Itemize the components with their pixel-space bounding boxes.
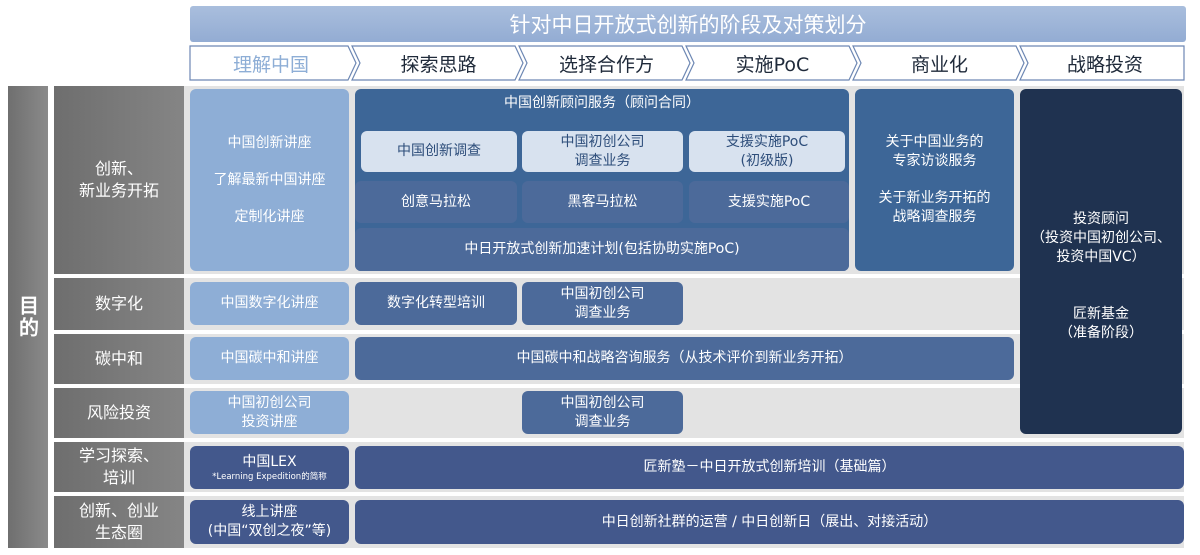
carbon-lecture-box: 中国碳中和讲座 bbox=[190, 337, 349, 380]
lex-note: *Learning Expedition的简称 bbox=[212, 471, 327, 482]
stage-chevron-bar bbox=[189, 45, 1185, 81]
online-lecture-box: 线上讲座 (中国“双创之夜”等) bbox=[190, 500, 349, 544]
commercialization-services-box: 关于中国业务的 专家访谈服务 关于新业务开拓的 战略调查服务 bbox=[855, 89, 1014, 271]
stage-understand-china: 理解中国 bbox=[232, 53, 309, 76]
strategic-investment-box: 投资顾问 （投资中国初创公司、 投资中国VC） 匠新基金 （准备阶段） bbox=[1020, 89, 1182, 434]
stage-chevron-4 bbox=[685, 45, 858, 81]
lecture-customized: 定制化讲座 bbox=[234, 208, 305, 225]
stage-chevron-6 bbox=[1019, 45, 1185, 81]
stage-chevron-5 bbox=[852, 45, 1025, 81]
strategy-survey-service: 关于新业务开拓的 战略调查服务 bbox=[878, 190, 991, 225]
jiangxin-fund: 匠新基金 （准备阶段） bbox=[1059, 306, 1143, 341]
stage-implement-poc: 实施PoC bbox=[735, 53, 810, 76]
digital-training-box: 数字化转型培训 bbox=[355, 282, 517, 325]
ideathon-box: 创意马拉松 bbox=[355, 181, 517, 223]
lex-box: 中国LEX *Learning Expedition的简称 bbox=[190, 446, 349, 489]
stage-select-partner: 选择合作方 bbox=[558, 53, 654, 76]
row-label-digital: 数字化 bbox=[54, 278, 184, 330]
row-label-carbon: 碳中和 bbox=[54, 334, 184, 384]
lecture-list-box: 中国创新讲座 了解最新中国讲座 定制化讲座 bbox=[190, 89, 349, 271]
startup-survey-box: 中国初创公司 调查业务 bbox=[522, 131, 683, 172]
stage-commercialize: 商业化 bbox=[910, 53, 968, 76]
stage-chevron-3 bbox=[518, 45, 691, 81]
venture-lecture-box: 中国初创公司 投资讲座 bbox=[190, 391, 349, 434]
venture-startup-survey-box: 中国初创公司 调查业务 bbox=[522, 391, 683, 434]
investment-advisor: 投资顾问 （投资中国初创公司、 投资中国VC） bbox=[1031, 211, 1171, 265]
expert-interview-service: 关于中国业务的 专家访谈服务 bbox=[885, 134, 984, 169]
community-box: 中日创新社群的运营 / 中日创新日（展出、对接活动） bbox=[355, 500, 1184, 544]
row-label-ecosystem: 创新、创业 生态圈 bbox=[54, 496, 184, 548]
digital-startup-survey-box: 中国初创公司 调查业务 bbox=[522, 282, 683, 325]
stage-chevron-1 bbox=[189, 45, 357, 81]
lex-title: 中国LEX bbox=[242, 453, 297, 470]
page-title: 针对中日开放式创新的阶段及对策划分 bbox=[190, 6, 1186, 42]
row-label-venture: 风险投资 bbox=[54, 388, 184, 438]
row-label-learning: 学习探索、 培训 bbox=[54, 442, 184, 492]
accelerator-program-box: 中日开放式创新加速计划(包括协助实施PoC) bbox=[355, 228, 849, 271]
stage-strategic-investment: 战略投资 bbox=[1066, 53, 1143, 76]
lecture-china-innovation: 中国创新讲座 bbox=[227, 134, 312, 151]
consulting-service-title: 中国创新顾问服务（顾问合同） bbox=[504, 95, 700, 111]
stage-explore-ideas: 探索思路 bbox=[400, 53, 477, 76]
lecture-latest-china: 了解最新中国讲座 bbox=[213, 171, 326, 188]
training-box: 匠新塾－中日开放式创新培训（基础篇） bbox=[355, 446, 1184, 489]
stage-chevron-2 bbox=[351, 45, 524, 81]
hackathon-box: 黑客马拉松 bbox=[522, 181, 683, 223]
poc-support-box: 支援实施PoC bbox=[689, 181, 849, 223]
purpose-label: 目的 bbox=[8, 86, 48, 548]
row-label-innovation: 创新、 新业务开拓 bbox=[54, 86, 184, 274]
china-innovation-survey-box: 中国创新调查 bbox=[361, 131, 517, 172]
digital-lecture-box: 中国数字化讲座 bbox=[190, 282, 349, 325]
carbon-consulting-box: 中国碳中和战略咨询服务（从技术评价到新业务开拓） bbox=[355, 337, 1014, 380]
poc-support-basic-box: 支援实施PoC (初级版) bbox=[689, 131, 845, 172]
